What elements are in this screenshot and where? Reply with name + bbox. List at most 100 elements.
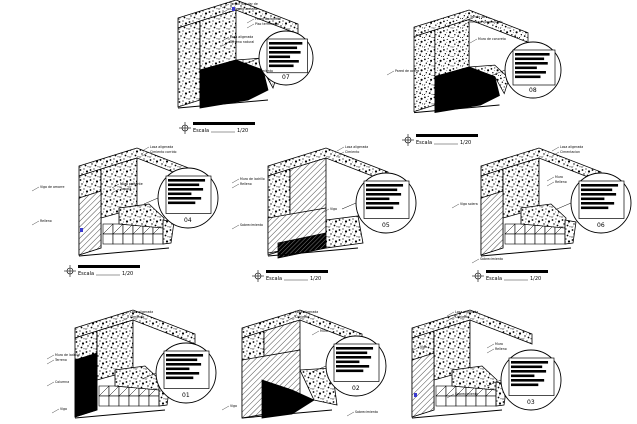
blue-marker bbox=[80, 228, 83, 232]
tile-diag bbox=[455, 385, 467, 397]
legend-bar bbox=[511, 379, 545, 382]
detail-number: 04 bbox=[184, 217, 192, 224]
annotation-leader bbox=[551, 151, 560, 157]
legend-bar bbox=[269, 60, 299, 63]
annotation-leader bbox=[451, 203, 460, 209]
scale-value: 1/20 bbox=[237, 128, 248, 134]
legend-bar bbox=[336, 360, 360, 364]
tile-diag bbox=[504, 223, 516, 235]
leader-line bbox=[143, 197, 159, 205]
legend-bar bbox=[269, 46, 298, 50]
annotation-leader bbox=[546, 176, 555, 182]
tile bbox=[554, 233, 566, 245]
annotation-leader bbox=[221, 41, 230, 47]
annotation-label: Relleno compactado bbox=[470, 20, 503, 24]
legend-bar bbox=[511, 374, 535, 378]
annotation-label: Viga bbox=[60, 407, 67, 411]
annotation-label: Viga bbox=[330, 207, 337, 211]
scale-word: Escala bbox=[266, 276, 282, 282]
tile-diag bbox=[102, 223, 114, 235]
column bbox=[78, 190, 102, 256]
tile bbox=[455, 395, 467, 407]
annotation-leader bbox=[231, 224, 240, 230]
legend-bar bbox=[511, 365, 543, 369]
legend-bar bbox=[269, 51, 301, 54]
tile-diag bbox=[445, 385, 457, 397]
legend-bar bbox=[581, 184, 619, 187]
legend-bar bbox=[166, 367, 190, 371]
legend-bar bbox=[366, 188, 398, 192]
annotation-leader bbox=[386, 70, 395, 76]
construction-detail-08 bbox=[413, 9, 529, 114]
annotation-leader bbox=[286, 316, 295, 322]
annotation-label: Muro portante bbox=[120, 182, 143, 186]
blue-marker bbox=[414, 393, 417, 397]
annotation-label: Sobrecimiento bbox=[455, 392, 478, 396]
legend-bar bbox=[511, 361, 549, 364]
tile bbox=[504, 233, 516, 245]
annotation-label: Tarrajeo bbox=[449, 75, 463, 79]
tile bbox=[152, 233, 164, 245]
annotation-label: Zapata bbox=[120, 187, 131, 191]
tile bbox=[128, 395, 140, 407]
legend-bar bbox=[511, 370, 547, 373]
annotation-label: Sobrecimiento bbox=[240, 223, 263, 227]
backfill bbox=[520, 203, 567, 229]
backfill-right bbox=[564, 219, 577, 245]
legend-bar bbox=[366, 202, 400, 205]
tile bbox=[485, 395, 497, 407]
detail-number: 03 bbox=[527, 399, 535, 406]
backfill bbox=[118, 203, 165, 229]
annotation-leader bbox=[446, 311, 455, 317]
detail-number: 06 bbox=[597, 222, 605, 229]
legend-bar bbox=[581, 206, 609, 210]
legend-bar bbox=[515, 71, 546, 74]
annotation-leader bbox=[469, 38, 478, 44]
annotation-leader bbox=[486, 343, 495, 349]
annotation-label: Relleno bbox=[555, 180, 567, 184]
detail-callout-05: 05 bbox=[341, 172, 417, 234]
annotation-label: Terreno bbox=[54, 358, 67, 362]
annotation-label: Cimentacion bbox=[560, 150, 580, 154]
annotation-label: Losa aligerada bbox=[345, 145, 368, 149]
annotation-leader bbox=[311, 330, 320, 336]
scale-value: 1/20 bbox=[122, 271, 133, 277]
annotation-leader bbox=[336, 146, 345, 152]
tile bbox=[98, 395, 110, 407]
scale-word: Escala bbox=[486, 276, 502, 282]
floor-tiles bbox=[102, 223, 164, 245]
ground-line bbox=[267, 247, 359, 257]
legend-bar bbox=[166, 372, 200, 375]
ground-line bbox=[241, 409, 333, 419]
detail-number: 02 bbox=[352, 385, 360, 392]
legend-bar bbox=[168, 179, 206, 182]
detail-callout-06: 06 bbox=[556, 172, 632, 234]
construction-detail-04 bbox=[78, 147, 200, 257]
title-bar bbox=[193, 122, 255, 125]
annotation-label: Viga bbox=[230, 404, 237, 408]
annotation-leader bbox=[461, 21, 470, 27]
ground-line bbox=[480, 247, 572, 257]
annotation-label: Cimiento bbox=[455, 315, 469, 319]
leader-line bbox=[556, 202, 572, 210]
legend-bar bbox=[336, 351, 368, 355]
wall-front bbox=[177, 20, 201, 108]
blue-marker bbox=[232, 7, 235, 11]
annotation-leader bbox=[411, 346, 420, 352]
ground-line bbox=[177, 99, 269, 109]
column bbox=[480, 190, 504, 256]
legend-bar bbox=[168, 183, 200, 187]
legend-bar bbox=[581, 193, 617, 196]
ground-line bbox=[78, 247, 170, 257]
annotation-leader bbox=[446, 316, 455, 322]
annotation-label: Losa aligerada bbox=[130, 310, 153, 314]
annotation-label: Loza aligerada bbox=[230, 35, 253, 39]
detail-number: 05 bbox=[382, 222, 390, 229]
tile-diag bbox=[108, 385, 120, 397]
legend-bar bbox=[515, 57, 545, 61]
tile bbox=[102, 233, 114, 245]
annotation-label: Cimiento corrido bbox=[150, 150, 176, 154]
